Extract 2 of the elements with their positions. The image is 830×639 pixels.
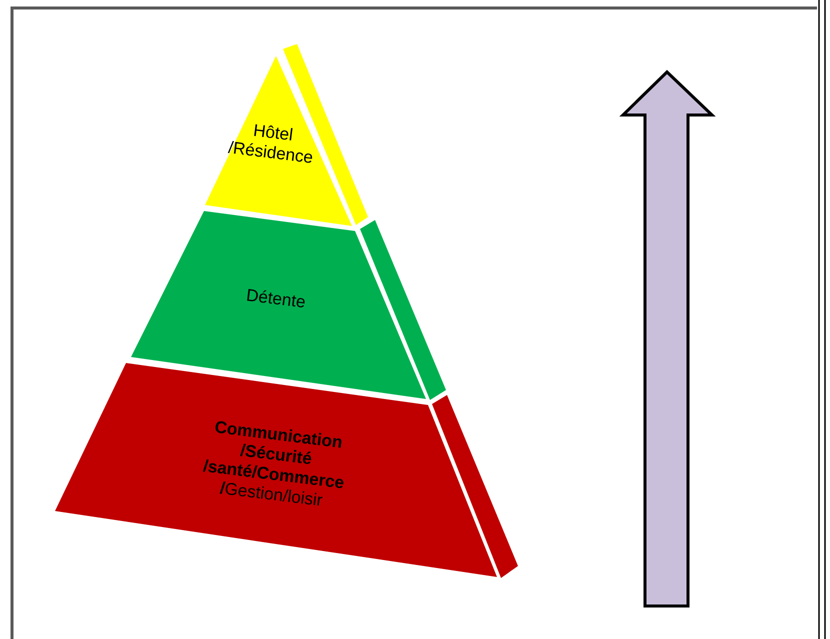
pyramid-tier: Hôtel /Résidence: [205, 44, 368, 226]
pyramid-tier: Détente: [131, 210, 446, 400]
